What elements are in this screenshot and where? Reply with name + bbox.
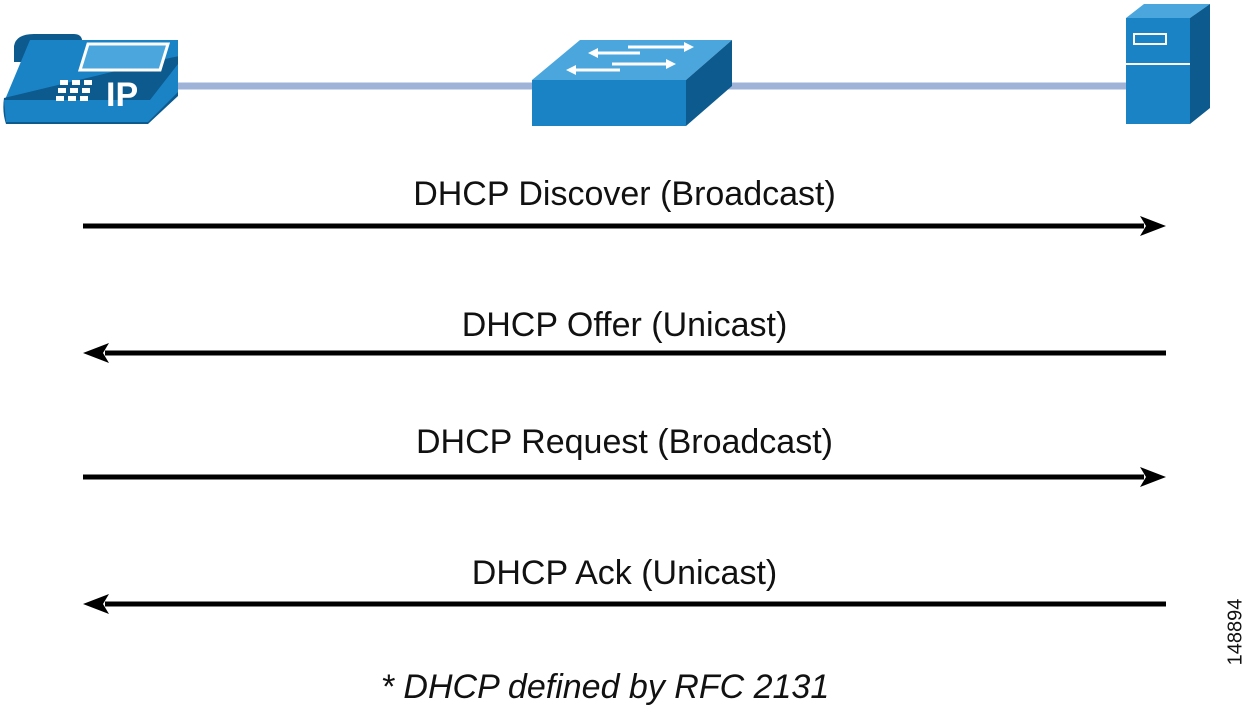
switch-icon <box>532 40 732 126</box>
message-arrow-offer <box>83 343 1166 363</box>
figure-id: 148894 <box>1224 598 1247 666</box>
arrowhead <box>1140 467 1166 487</box>
ip-phone-label: IP <box>106 76 138 114</box>
message-arrows <box>83 216 1166 614</box>
arrowhead <box>83 594 109 614</box>
ip-phone-icon: IP <box>3 34 179 124</box>
arrowhead <box>83 343 109 363</box>
arrowhead <box>1140 216 1166 236</box>
message-arrow-request <box>83 467 1166 487</box>
message-arrow-discover <box>83 216 1166 236</box>
rfc-footnote: * DHCP defined by RFC 2131 <box>380 668 830 706</box>
message-arrow-ack <box>83 594 1166 614</box>
message-label-ack: DHCP Ack (Unicast) <box>471 554 778 592</box>
message-label-discover: DHCP Discover (Broadcast) <box>413 175 836 213</box>
message-label-request: DHCP Request (Broadcast) <box>416 423 833 461</box>
server-icon <box>1126 4 1210 124</box>
message-label-offer: DHCP Offer (Unicast) <box>461 306 788 344</box>
